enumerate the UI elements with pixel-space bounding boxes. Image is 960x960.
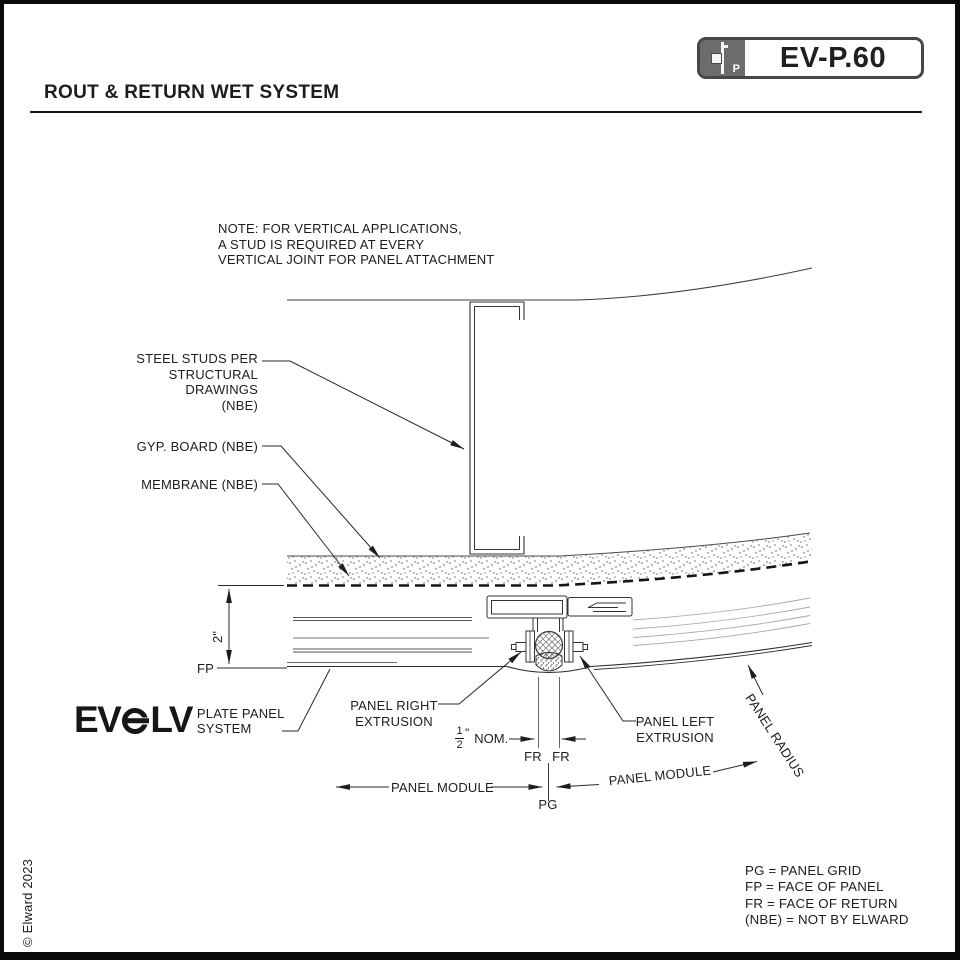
- sheet-border-bottom: [0, 952, 960, 960]
- logo-word: EV LV: [74, 701, 193, 738]
- panel-module-label-left: PANEL MODULE: [391, 780, 494, 795]
- fr-label-right: FR: [552, 749, 570, 764]
- callout-steel-studs: STEEL STUDS PER STRUCTURAL DRAWINGS (NBE…: [136, 351, 258, 413]
- callout-panel-left-extrusion: PANEL LEFT EXTRUSION: [635, 714, 715, 745]
- fr-label-left: FR: [524, 749, 542, 764]
- stud-line-glyph: [721, 42, 724, 74]
- panel-joint-assembly: [486, 595, 633, 748]
- clip-glyph: [711, 53, 722, 64]
- notch-glyph: [723, 45, 728, 48]
- title-rule: [30, 111, 922, 113]
- detail-number: EV-P.60: [779, 41, 887, 74]
- abbreviation-legend: PG = PANEL GRID FP = FACE OF PANEL FR = …: [745, 863, 909, 927]
- logo-o-glyph: [122, 707, 149, 734]
- joint-dimension-fraction: 1 2: [455, 725, 464, 752]
- membrane-line: [287, 559, 814, 587]
- gyp-board-band: [287, 532, 813, 586]
- sealant-bead: [535, 652, 563, 672]
- pg-label: PG: [538, 797, 558, 812]
- vertical-application-note: NOTE: FOR VERTICAL APPLICATIONS, A STUD …: [218, 221, 495, 267]
- backer-rod-gasket: [534, 630, 564, 660]
- sheet-border-right: [955, 0, 960, 960]
- face-depth-dimension: 2": [210, 630, 225, 643]
- fp-label: FP: [196, 661, 214, 676]
- nominal-label: NOM.: [474, 730, 509, 746]
- detail-number-badge: P EV-P.60: [697, 37, 924, 79]
- logo-tagline: PLATE PANEL SYSTEM: [196, 706, 285, 736]
- badge-icon-letter: P: [732, 63, 740, 75]
- evolv-logo: EV LV PLATE PANEL SYSTEM: [74, 701, 285, 738]
- dimension-lines: [217, 585, 758, 801]
- panel-assembly-left: [287, 617, 489, 663]
- steel-stud: [469, 301, 525, 555]
- leader-lines: [262, 360, 764, 732]
- panel-system-icon: P: [700, 40, 745, 76]
- fraction-numerator: 1: [456, 725, 463, 737]
- copyright-notice: © Elward 2023: [20, 858, 35, 947]
- wall-sheathing-line: [287, 267, 813, 301]
- sheet-border-top: [0, 0, 960, 4]
- joint-dimension: 1 2 " NOM.: [455, 725, 509, 752]
- fraction-bar: [455, 737, 464, 739]
- callout-panel-right-extrusion: PANEL RIGHT EXTRUSION: [350, 698, 438, 729]
- inch-mark: ": [465, 726, 470, 740]
- page-title: ROUT & RETURN WET SYSTEM: [44, 82, 340, 103]
- logo-ev: EV: [74, 699, 122, 740]
- callout-membrane: MEMBRANE (NBE): [141, 477, 258, 492]
- callout-gyp-board: GYP. BOARD (NBE): [136, 439, 258, 454]
- logo-lv: LV: [150, 699, 193, 740]
- fraction-denominator: 2: [456, 739, 463, 752]
- sheet-border-left: [0, 0, 4, 960]
- panel-radius-lines: [632, 597, 811, 646]
